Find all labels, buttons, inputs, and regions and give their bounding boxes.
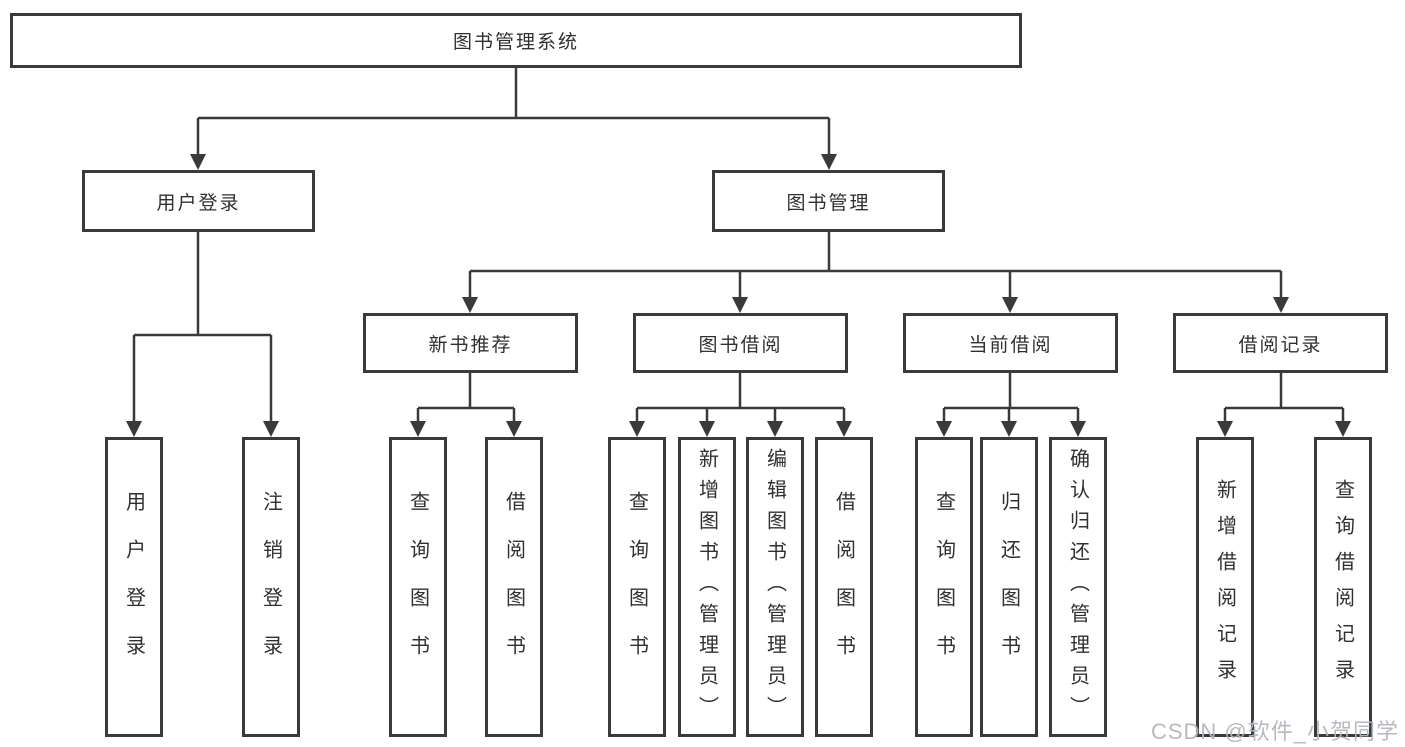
arrow-down-icon — [1335, 421, 1351, 437]
leaf-user-login: 用户登录 — [105, 437, 163, 737]
arrow-down-icon — [732, 297, 748, 313]
arrow-down-icon — [1217, 421, 1233, 437]
node-library-system: 图书管理系统 — [10, 13, 1022, 68]
leaf-query-books-2: 查询图书 — [608, 437, 666, 737]
leaf-query-borrow-record: 查询借阅记录 — [1314, 437, 1372, 737]
arrow-down-icon — [699, 421, 715, 437]
node-new-book-recommend: 新书推荐 — [363, 313, 578, 373]
arrow-down-icon — [821, 154, 837, 170]
node-book-borrowing: 图书借阅 — [633, 313, 848, 373]
arrow-down-icon — [936, 421, 952, 437]
arrow-down-icon — [1002, 297, 1018, 313]
arrow-down-icon — [836, 421, 852, 437]
arrow-down-icon — [126, 421, 142, 437]
arrow-down-icon — [410, 421, 426, 437]
arrow-down-icon — [462, 297, 478, 313]
node-borrow-records: 借阅记录 — [1173, 313, 1388, 373]
node-book-management: 图书管理 — [712, 170, 945, 232]
arrow-down-icon — [1070, 421, 1086, 437]
leaf-logout: 注销登录 — [242, 437, 300, 737]
node-user-login: 用户登录 — [82, 170, 315, 232]
arrow-down-icon — [1273, 297, 1289, 313]
arrow-down-icon — [629, 421, 645, 437]
leaf-return-book: 归还图书 — [980, 437, 1038, 737]
arrow-down-icons — [126, 154, 1351, 437]
leaf-borrow-books-2: 借阅图书 — [815, 437, 873, 737]
leaf-add-borrow-record: 新增借阅记录 — [1196, 437, 1254, 737]
leaf-confirm-return-admin: 确认归还（管理员） — [1049, 437, 1107, 737]
node-current-borrowing: 当前借阅 — [903, 313, 1118, 373]
arrow-down-icon — [263, 421, 279, 437]
csdn-watermark: CSDN @软件_小贺同学 — [1150, 719, 1399, 744]
leaf-add-book-admin: 新增图书（管理员） — [678, 437, 736, 737]
arrow-down-icon — [767, 421, 783, 437]
arrow-down-icon — [506, 421, 522, 437]
leaf-borrow-books-1: 借阅图书 — [485, 437, 543, 737]
leaf-query-books-1: 查询图书 — [389, 437, 447, 737]
leaf-edit-book-admin: 编辑图书（管理员） — [746, 437, 804, 737]
arrow-down-icon — [1001, 421, 1017, 437]
leaf-query-books-3: 查询图书 — [915, 437, 973, 737]
arrow-down-icon — [190, 154, 206, 170]
connector-rails — [132, 68, 1345, 423]
